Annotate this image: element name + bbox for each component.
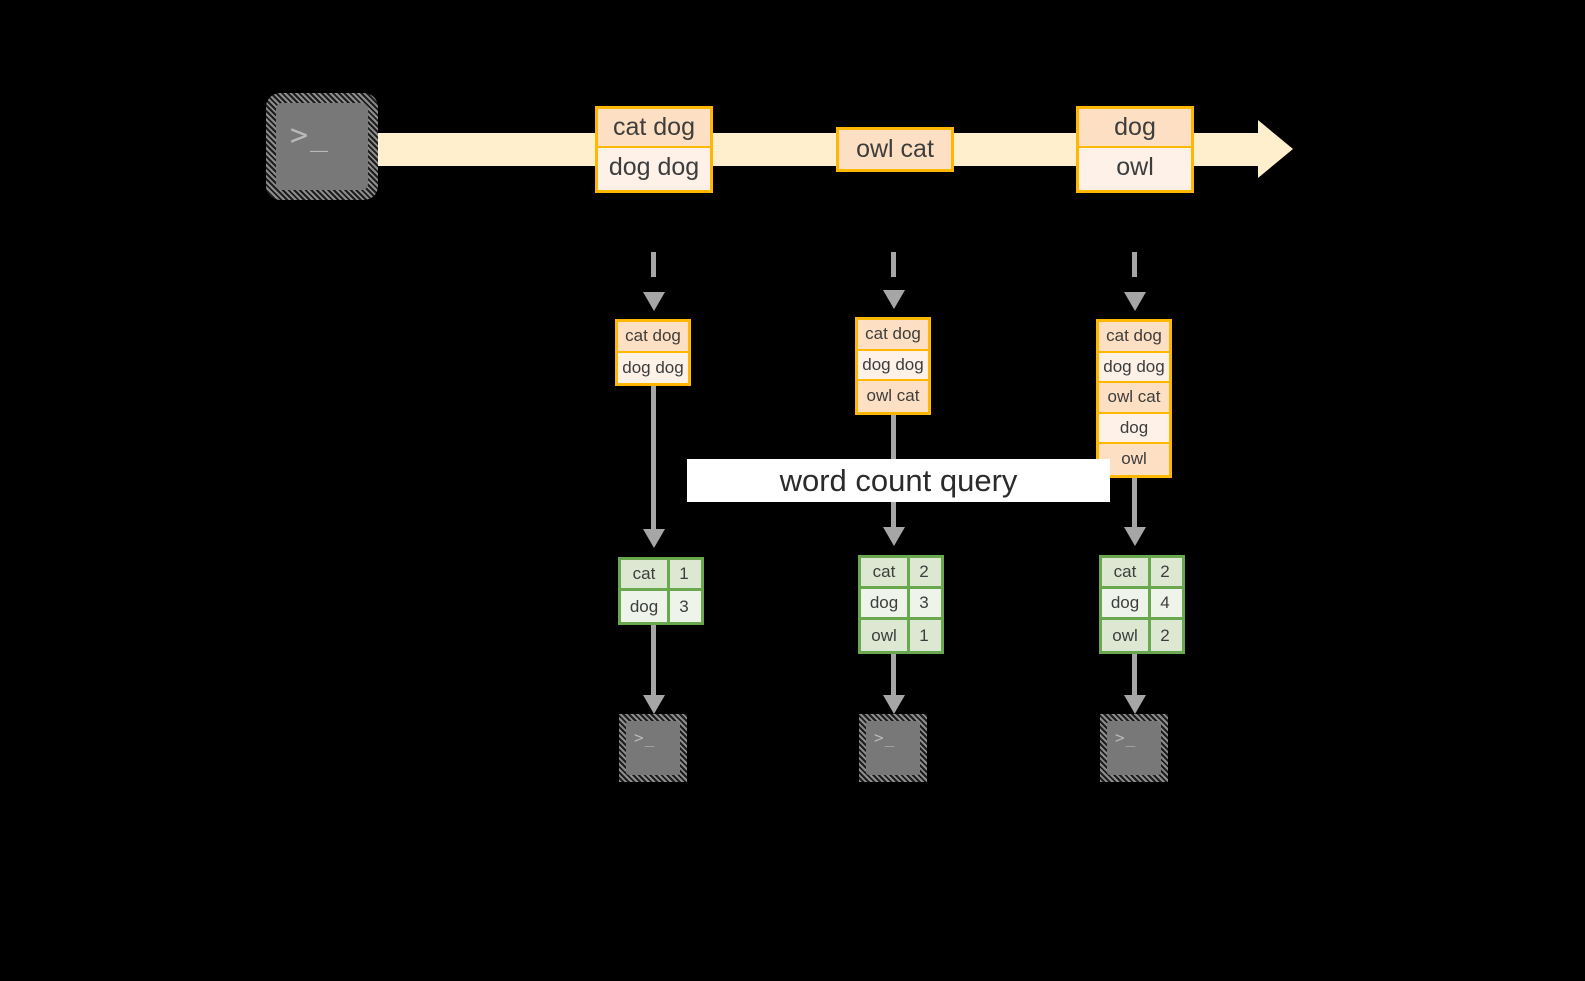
result-count-cell: 1 [919,625,929,645]
state-table-row: owl [1099,444,1169,475]
result-row: cat 2 [861,558,941,589]
state-table-row: dog dog [618,352,688,383]
result-row: owl 2 [1102,620,1182,651]
query-arrowhead-1 [643,529,665,548]
result-word-cell: dog [861,589,910,617]
result-count-cell: 3 [919,593,929,612]
sink-connector-3 [1132,654,1137,697]
sink-arrowhead-3 [1124,695,1146,714]
result-word-cell: cat [621,560,670,588]
result-count-cell: 4 [1160,593,1170,612]
result-row: dog 3 [621,591,701,622]
query-arrowhead-3 [1124,527,1146,546]
terminal-screen: >_ [866,721,920,775]
terminal-prompt-glyph: >_ [874,728,896,747]
stream-event-box-1[interactable]: cat dog dog dog [595,106,713,193]
terminal-screen: >_ [626,721,680,775]
result-row: cat 2 [1102,558,1182,589]
trigger-dashed-connector-1 [651,252,656,294]
query-label: word count query [779,462,1018,498]
sink-terminal-icon-3[interactable]: >_ [1100,714,1168,782]
stream-event-line: dog dog [598,148,710,187]
state-table-3[interactable]: cat dog dog dog owl cat dog owl [1096,319,1172,478]
result-count-cell: 2 [1160,625,1170,645]
state-table-row: dog dog [858,350,928,381]
stream-event-box-2[interactable]: owl cat [836,127,954,172]
result-count-cell: 2 [1160,562,1170,581]
query-arrowhead-2 [883,527,905,546]
query-label-band: word count query [687,459,1110,502]
result-count-cell: 3 [679,596,689,616]
result-word-cell: owl [1102,620,1151,651]
result-word-cell: dog [621,591,670,622]
trigger-dashed-arrowhead-1 [643,292,665,311]
sink-arrowhead-2 [883,695,905,714]
terminal-prompt-glyph: >_ [634,728,656,747]
result-count-cell: 2 [919,562,929,581]
terminal-screen: >_ [276,103,368,190]
stream-event-line: owl cat [839,130,951,169]
query-connector-1 [651,386,656,531]
state-table-row: cat dog [618,322,688,353]
result-word-cell: cat [1102,558,1151,586]
result-row: owl 1 [861,620,941,651]
result-word-cell: owl [861,620,910,651]
state-table-2[interactable]: cat dog dog dog owl cat [855,317,931,415]
result-word-cell: dog [1102,589,1151,617]
stream-event-line: dog [1079,109,1191,148]
terminal-prompt-glyph: >_ [290,118,331,153]
trigger-dashed-arrowhead-3 [1124,292,1146,311]
state-table-row: dog [1099,413,1169,444]
trigger-dashed-connector-3 [1132,252,1137,294]
result-row: cat 1 [621,560,701,591]
terminal-screen: >_ [1107,721,1161,775]
stream-event-line: cat dog [598,109,710,148]
result-word-cell: cat [861,558,910,586]
result-table-1[interactable]: cat 1 dog 3 [618,557,704,625]
stream-event-line: owl [1079,148,1191,187]
sink-connector-2 [891,654,896,697]
sink-connector-1 [651,625,656,697]
result-row: dog 3 [861,589,941,620]
trigger-dashed-connector-2 [891,252,896,294]
result-table-3[interactable]: cat 2 dog 4 owl 2 [1099,555,1185,654]
state-table-row: owl cat [1099,383,1169,414]
stream-arrow-head [1258,120,1293,178]
result-row: dog 4 [1102,589,1182,620]
state-table-1[interactable]: cat dog dog dog [615,319,691,386]
stream-event-box-3[interactable]: dog owl [1076,106,1194,193]
trigger-dashed-arrowhead-2 [883,290,905,309]
sink-arrowhead-1 [643,695,665,714]
terminal-prompt-glyph: >_ [1115,728,1137,747]
state-table-row: owl cat [858,381,928,412]
query-connector-3 [1132,478,1137,531]
state-table-row: cat dog [858,320,928,351]
state-table-row: dog dog [1099,352,1169,383]
sink-terminal-icon-2[interactable]: >_ [859,714,927,782]
state-table-row: cat dog [1099,322,1169,353]
result-table-2[interactable]: cat 2 dog 3 owl 1 [858,555,944,654]
sink-terminal-icon-1[interactable]: >_ [619,714,687,782]
source-terminal-icon[interactable]: >_ [266,93,378,200]
result-count-cell: 1 [679,564,689,583]
